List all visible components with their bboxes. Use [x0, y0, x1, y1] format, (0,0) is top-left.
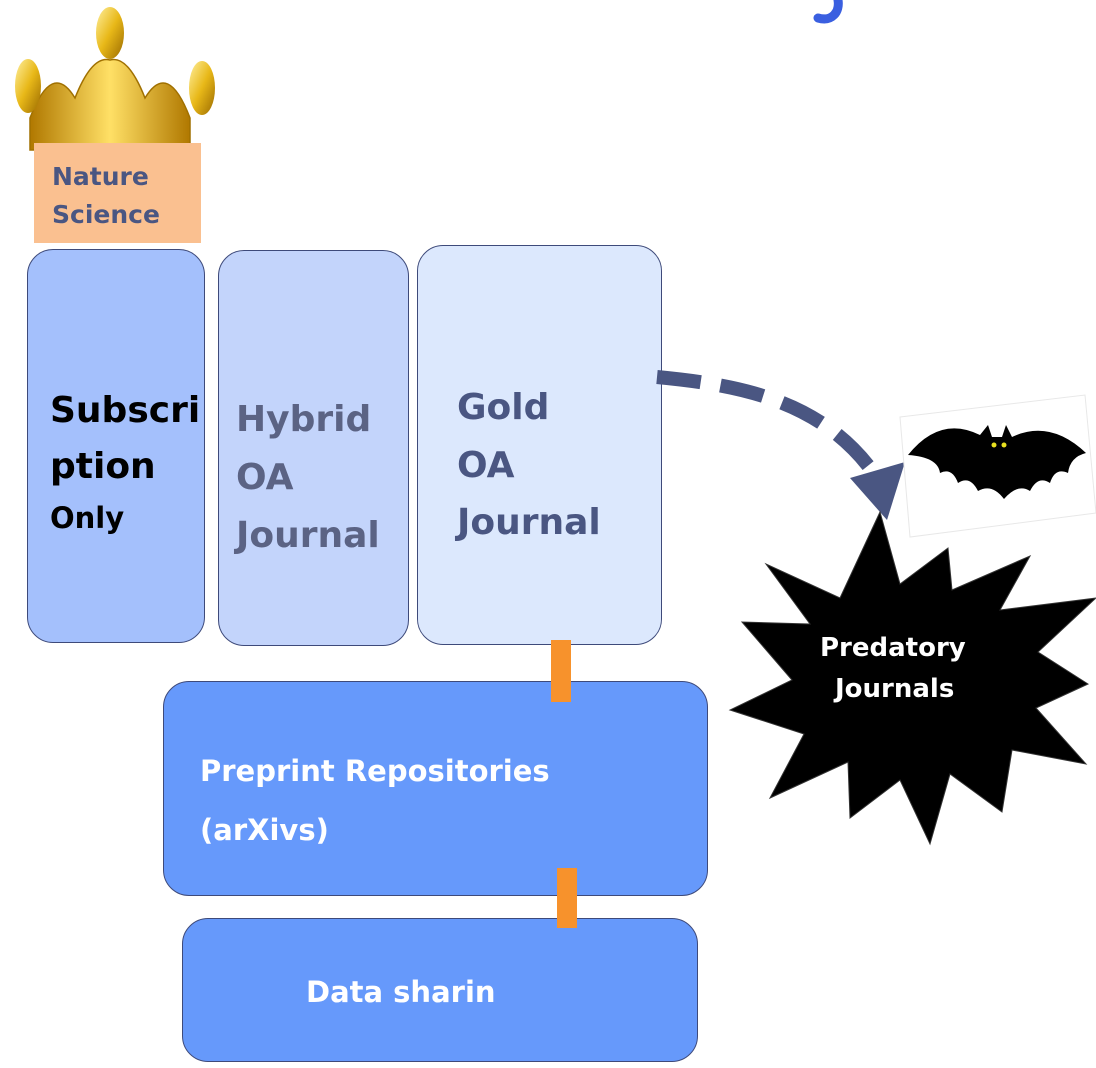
- data-sharing-label: Data sharin: [306, 975, 496, 1009]
- gold-label-line1: Gold: [457, 387, 550, 428]
- subscription-label-line3: Only: [50, 501, 125, 535]
- data-sharing-box: [182, 918, 698, 1062]
- preprint-label-line1: Preprint Repositories: [200, 754, 550, 788]
- bat-icon: [899, 394, 1096, 538]
- connector-preprint-to-data: [557, 868, 577, 928]
- science-label: Science: [52, 200, 160, 229]
- predatory-label-line1: Predatory: [820, 633, 966, 663]
- hybrid-label-line2: OA: [236, 457, 294, 498]
- preprint-repositories-box: [163, 681, 708, 896]
- predatory-starburst: [728, 510, 1096, 846]
- crown-label-box: [34, 143, 201, 243]
- predatory-label-line2: Journals: [835, 674, 955, 704]
- subscription-label-line1: Subscri: [50, 390, 201, 431]
- nature-label: Nature: [52, 162, 149, 191]
- gold-label-line2: OA: [457, 445, 515, 486]
- preprint-label-line2: (arXivs): [200, 813, 329, 847]
- connector-gold-to-preprint: [551, 640, 571, 702]
- gold-oa-journal-box: [417, 245, 662, 645]
- gold-label-line3: Journal: [457, 502, 601, 543]
- subscription-label-line2: ption: [50, 446, 156, 487]
- hybrid-oa-journal-box: [218, 250, 409, 646]
- hybrid-label-line3: Journal: [236, 515, 380, 556]
- subscription-only-box: [27, 249, 205, 643]
- crown-icon: [15, 7, 215, 151]
- hybrid-label-line1: Hybrid: [236, 399, 372, 440]
